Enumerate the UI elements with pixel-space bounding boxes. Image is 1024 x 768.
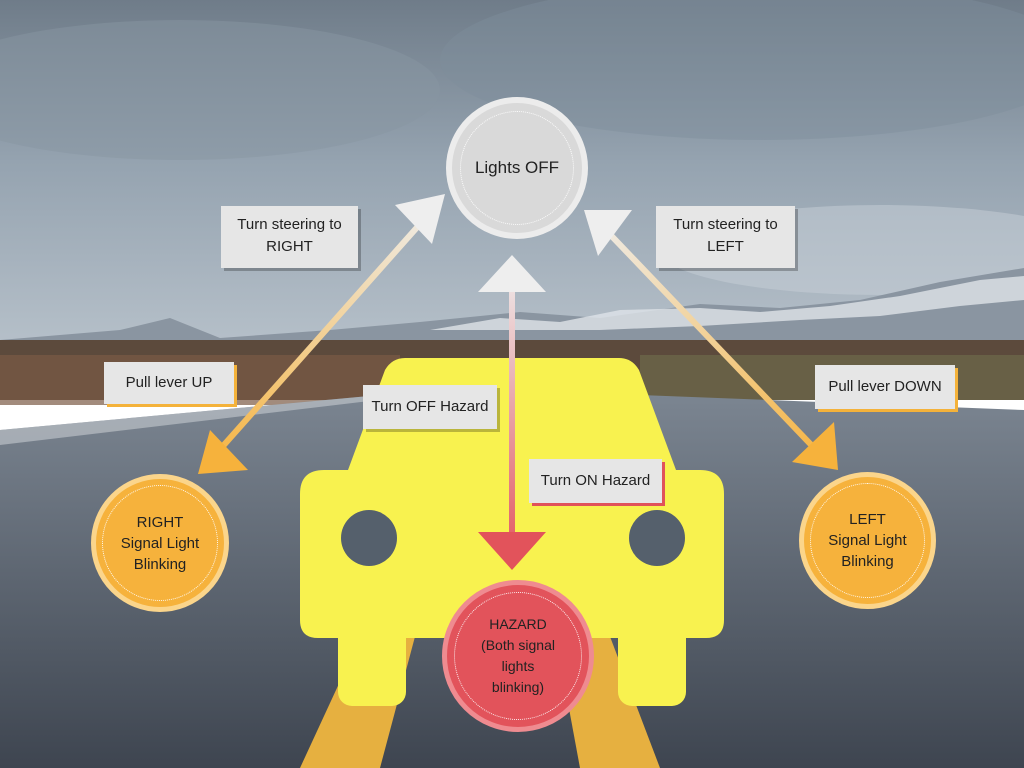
node-lights-off: Lights OFF — [446, 97, 588, 239]
node-hazard: HAZARD (Both signal lights blinking) — [442, 580, 594, 732]
node-right-signal: RIGHT Signal Light Blinking — [91, 474, 229, 612]
label-turn-steering-left: Turn steering to LEFT — [656, 206, 795, 268]
node-right-signal-label: RIGHT Signal Light Blinking — [120, 513, 200, 573]
label-turn-on-hazard: Turn ON Hazard — [529, 459, 662, 503]
arrow-lights-hazard — [478, 255, 546, 570]
label-pull-lever-up: Pull lever UP — [104, 362, 234, 404]
arrow-lights-to-left — [584, 210, 838, 470]
arrow-lights-to-right — [198, 194, 445, 474]
node-hazard-label: HAZARD (Both signal lights blinking) — [481, 616, 555, 695]
node-lights-off-label: Lights OFF — [474, 158, 560, 177]
node-left-signal: LEFT Signal Light Blinking — [799, 472, 936, 609]
node-left-signal-label: LEFT Signal Light Blinking — [828, 511, 907, 570]
label-pull-lever-down: Pull lever DOWN — [815, 365, 955, 409]
label-turn-steering-right: Turn steering to RIGHT — [221, 206, 358, 268]
label-turn-off-hazard: Turn OFF Hazard — [363, 385, 497, 429]
